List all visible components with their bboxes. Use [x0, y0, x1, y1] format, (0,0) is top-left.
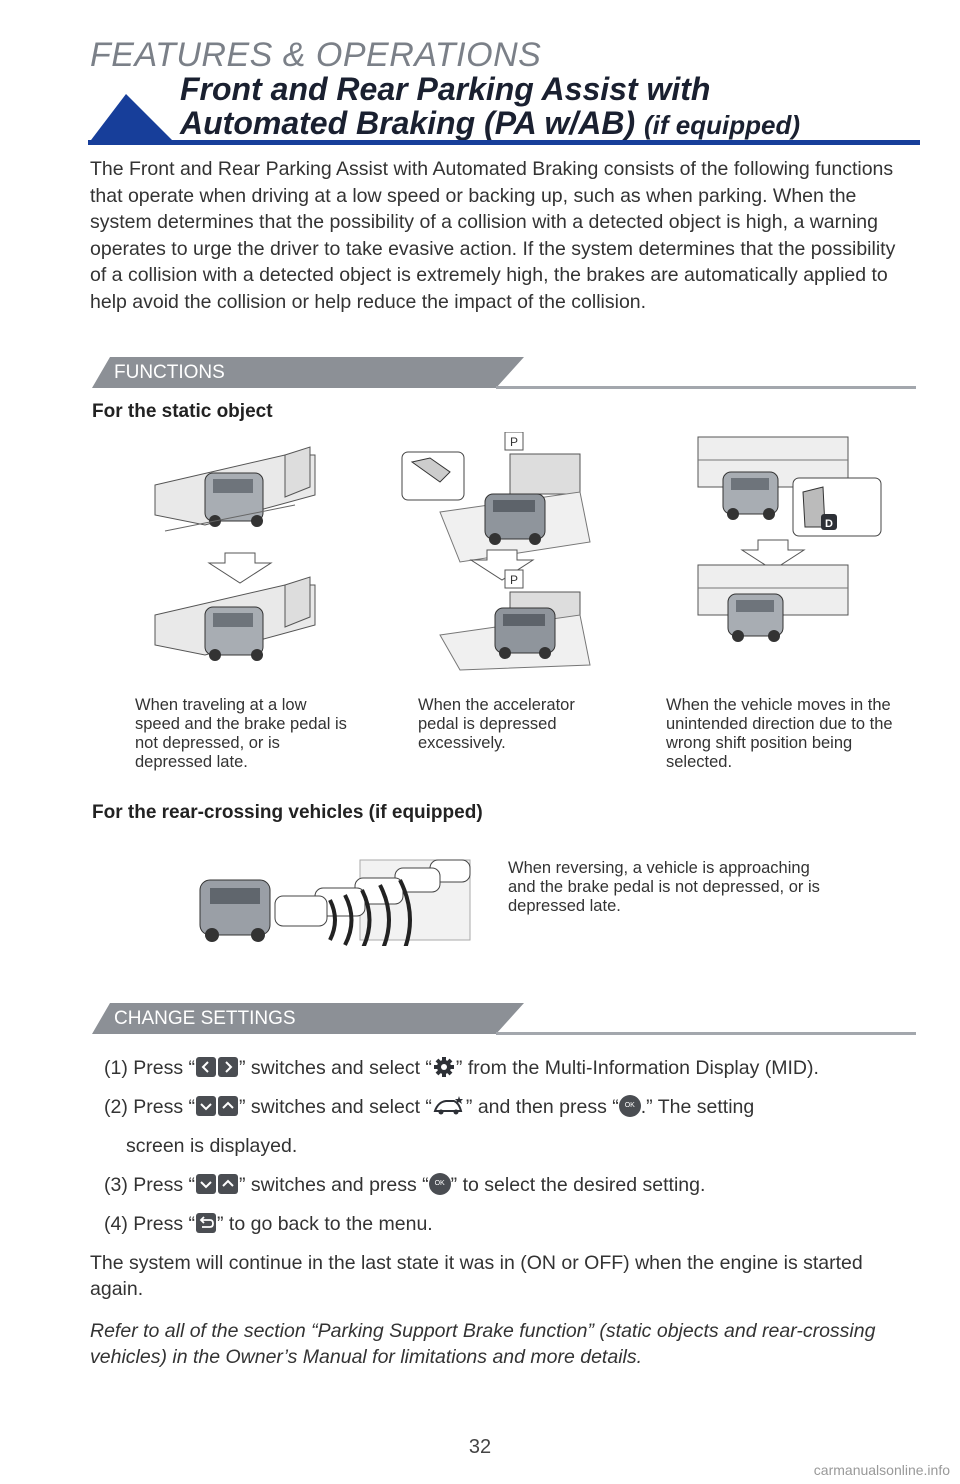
section-header: FEATURES & OPERATIONS — [90, 36, 542, 74]
title-underline — [88, 140, 920, 145]
up-arrow-icon — [218, 1095, 239, 1116]
arrow-down — [207, 552, 273, 584]
refer-note: Refer to all of the section “Parking Sup… — [90, 1320, 876, 1368]
parking-sign — [504, 432, 524, 451]
illustration-accelerator: P P — [401, 432, 591, 671]
arrow-down — [740, 539, 806, 571]
page-title-line1: Front and Rear Parking Assist with — [180, 71, 711, 107]
step-2-continued: screen is displayed. — [126, 1135, 298, 1157]
svg-text:P: P — [510, 435, 518, 449]
page-title-line2: Automated Braking (PA w/AB) — [180, 105, 645, 141]
right-arrow-icon — [218, 1056, 239, 1077]
ok-button-icon: OK — [618, 1094, 641, 1117]
functions-tab: FUNCTIONS — [92, 357, 524, 388]
page-title-suffix: (if equipped) — [644, 110, 800, 140]
change-settings-tab: CHANGE SETTINGS — [92, 1003, 524, 1034]
illustration-low-speed — [154, 446, 316, 661]
illustration-rear-crossing — [199, 859, 471, 946]
page-title: Front and Rear Parking Assist with Autom… — [180, 72, 800, 142]
step-2: (2) Press “” switches and select “” and … — [104, 1094, 754, 1120]
intro-paragraph: The Front and Rear Parking Assist with A… — [90, 158, 896, 313]
title-accent-triangle — [88, 94, 176, 144]
svg-text:P: P — [510, 573, 518, 587]
back-icon — [196, 1212, 217, 1233]
svg-text:D: D — [825, 518, 833, 530]
step-1: (1) Press “” switches and select “” from… — [104, 1055, 819, 1081]
step-3: (3) Press “” switches and press “OK” to … — [104, 1172, 706, 1196]
watermark: carmanualsonline.info — [813, 1462, 950, 1478]
caption-rear-crossing: When reversing, a vehicle is approaching… — [508, 859, 820, 915]
caption-accelerator: When the accelerator pedal is depressed … — [418, 696, 575, 752]
illustration-wrong-shift: D — [697, 436, 882, 642]
down-arrow-icon — [196, 1095, 217, 1116]
down-arrow-icon — [196, 1173, 217, 1194]
settings-note: The system will continue in the last sta… — [90, 1252, 863, 1300]
caption-low-speed: When traveling at a low speed and the br… — [135, 696, 347, 771]
gear-icon — [432, 1055, 456, 1077]
scene-top — [154, 446, 316, 532]
functions-tab-line — [496, 386, 916, 389]
static-object-heading: For the static object — [92, 401, 273, 422]
rear-crossing-heading: For the rear-crossing vehicles (if equip… — [92, 802, 483, 823]
ok-button-icon: OK — [428, 1172, 451, 1195]
scene-bottom — [154, 576, 316, 661]
step-4: (4) Press “” to go back to the menu. — [104, 1212, 433, 1235]
change-settings-tab-line — [496, 1032, 916, 1035]
caption-wrong-shift: When the vehicle moves in the unintended… — [666, 696, 893, 771]
up-arrow-icon — [218, 1173, 239, 1194]
page-number: 32 — [468, 1436, 492, 1458]
vehicle-settings-icon — [432, 1094, 466, 1116]
left-arrow-icon — [196, 1056, 217, 1077]
